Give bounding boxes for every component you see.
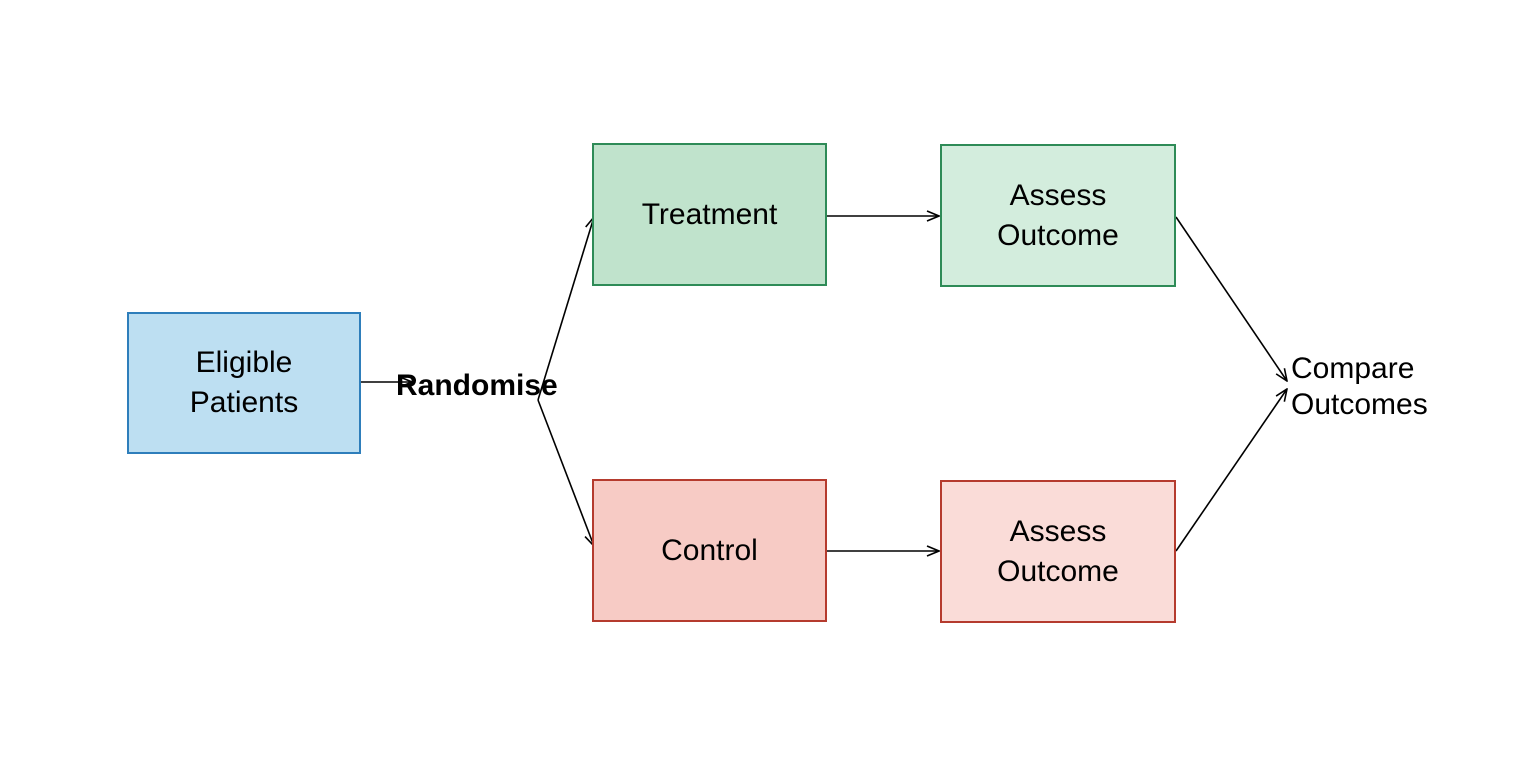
- node-label: Treatment: [641, 197, 778, 231]
- node-assess-outcome-control: Assess Outcome: [940, 480, 1176, 623]
- arrow-randomise-to-control: [537, 399, 594, 546]
- node-eligible-patients: Eligible Patients: [127, 312, 361, 454]
- label-randomise: Randomise: [396, 369, 558, 402]
- node-assess-outcome-treatment: Assess Outcome: [940, 144, 1176, 287]
- node-label: Outcome: [997, 218, 1119, 252]
- arrow-assess-top-to-compare: [1175, 216, 1287, 381]
- arrow-randomise-to-treatment: [537, 217, 594, 401]
- node-label: Assess: [1009, 178, 1107, 212]
- node-control: Control: [592, 479, 827, 622]
- label-line: Outcomes: [1291, 388, 1428, 421]
- node-label: Assess: [1009, 514, 1107, 548]
- node-label: Patients: [189, 386, 299, 419]
- label-line: Compare: [1291, 352, 1415, 385]
- node-label: Eligible: [195, 346, 293, 379]
- arrow-assess-bottom-to-compare: [1175, 389, 1287, 552]
- node-label: Outcome: [997, 554, 1119, 588]
- node-treatment: Treatment: [592, 143, 827, 286]
- label-compare-outcomes: Compare Outcomes: [1291, 351, 1428, 423]
- node-label: Control: [661, 533, 758, 567]
